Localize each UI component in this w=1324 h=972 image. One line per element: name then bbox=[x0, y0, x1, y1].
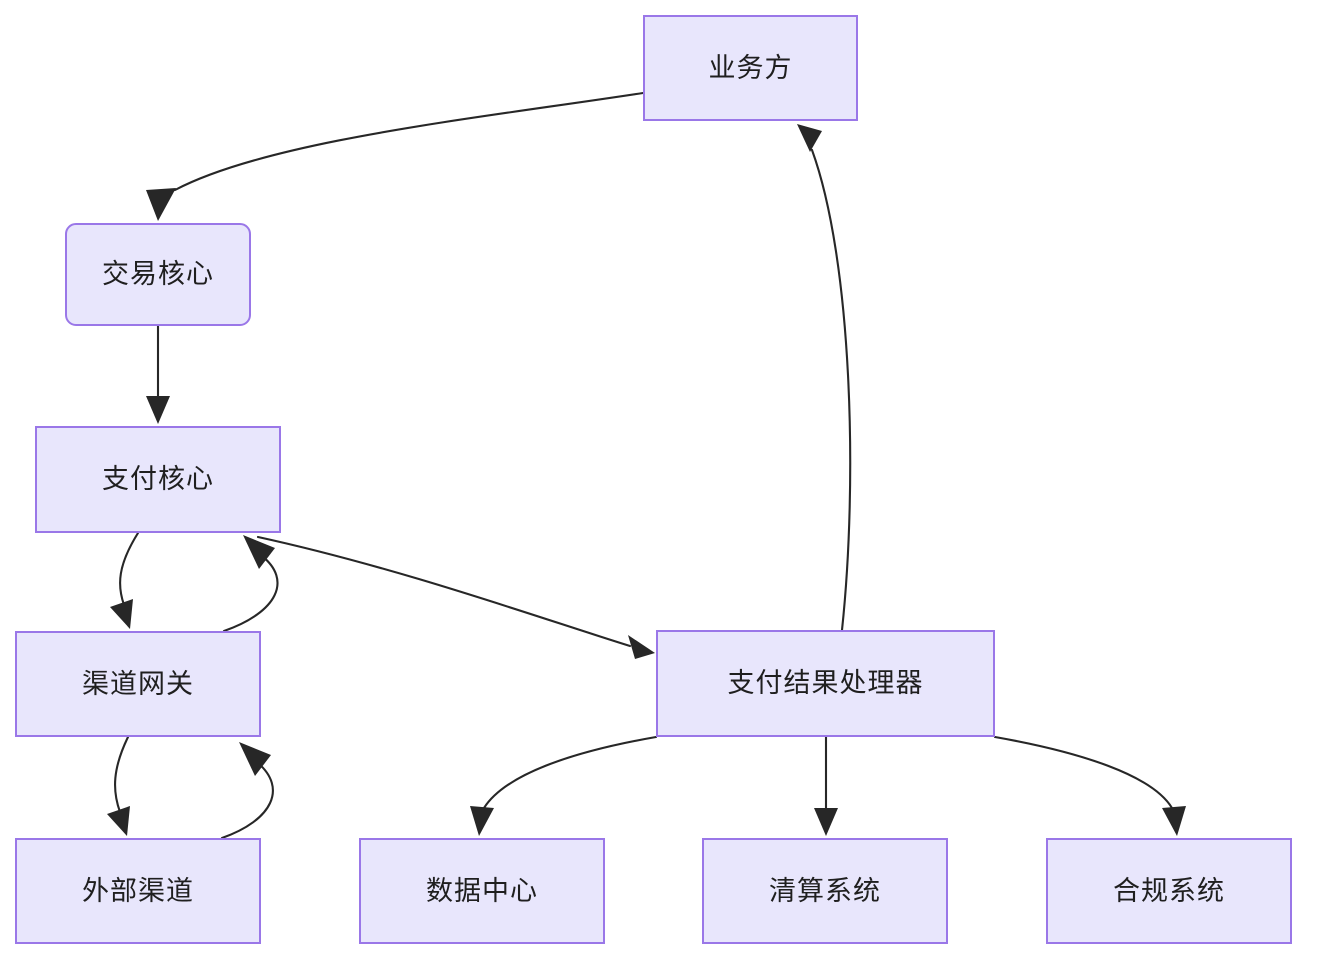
edge-pay-result-to-data-center-arrowhead bbox=[470, 806, 494, 836]
node-external-channel-label: 外部渠道 bbox=[82, 875, 194, 906]
edge-external-channel-to-channel-gateway bbox=[220, 761, 274, 840]
edge-pay-core-to-channel-gateway-arrowhead bbox=[110, 599, 133, 629]
edge-pay-core-to-channel-gateway bbox=[119, 531, 140, 607]
edge-pay-result-to-clearing-arrowhead bbox=[814, 808, 838, 836]
node-channel-gateway[interactable]: 渠道网关 bbox=[15, 631, 261, 737]
edge-pay-result-to-business-arrowhead bbox=[797, 124, 822, 152]
edge-pay-result-to-data-center bbox=[482, 735, 658, 810]
edge-business-to-txn-core-arrowhead bbox=[146, 188, 176, 221]
edge-pay-core-to-pay-result-arrowhead bbox=[628, 635, 655, 659]
node-compliance-label: 合规系统 bbox=[1113, 875, 1225, 906]
edge-channel-gateway-to-pay-core bbox=[222, 554, 279, 633]
edge-pay-result-to-compliance bbox=[993, 735, 1174, 810]
node-external-channel[interactable]: 外部渠道 bbox=[15, 838, 261, 944]
node-pay-result[interactable]: 支付结果处理器 bbox=[656, 630, 995, 737]
node-data-center[interactable]: 数据中心 bbox=[359, 838, 605, 944]
edge-channel-gateway-to-external-channel-arrowhead bbox=[107, 806, 130, 836]
node-channel-gateway-label: 渠道网关 bbox=[82, 668, 194, 699]
node-compliance[interactable]: 合规系统 bbox=[1046, 838, 1292, 944]
node-pay-core[interactable]: 支付核心 bbox=[35, 426, 281, 533]
edge-pay-result-to-compliance-arrowhead bbox=[1162, 806, 1186, 836]
edge-business-to-txn-core bbox=[173, 91, 645, 192]
node-pay-core-label: 支付核心 bbox=[102, 464, 214, 495]
node-clearing[interactable]: 清算系统 bbox=[702, 838, 948, 944]
node-business[interactable]: 业务方 bbox=[643, 15, 858, 121]
edge-pay-result-to-business bbox=[810, 148, 852, 632]
node-txn-core-label: 交易核心 bbox=[102, 259, 214, 290]
edge-txn-core-to-pay-core-arrowhead bbox=[146, 396, 170, 424]
edge-external-channel-to-channel-gateway-arrowhead bbox=[239, 742, 271, 776]
edge-channel-gateway-to-external-channel bbox=[114, 735, 130, 814]
node-pay-result-label: 支付结果处理器 bbox=[727, 668, 924, 699]
edge-pay-core-to-pay-result bbox=[256, 535, 632, 648]
node-clearing-label: 清算系统 bbox=[769, 875, 881, 906]
node-txn-core[interactable]: 交易核心 bbox=[65, 223, 251, 326]
node-business-label: 业务方 bbox=[708, 52, 793, 83]
edge-channel-gateway-to-pay-core-arrowhead bbox=[243, 535, 275, 569]
node-data-center-label: 数据中心 bbox=[426, 875, 538, 906]
